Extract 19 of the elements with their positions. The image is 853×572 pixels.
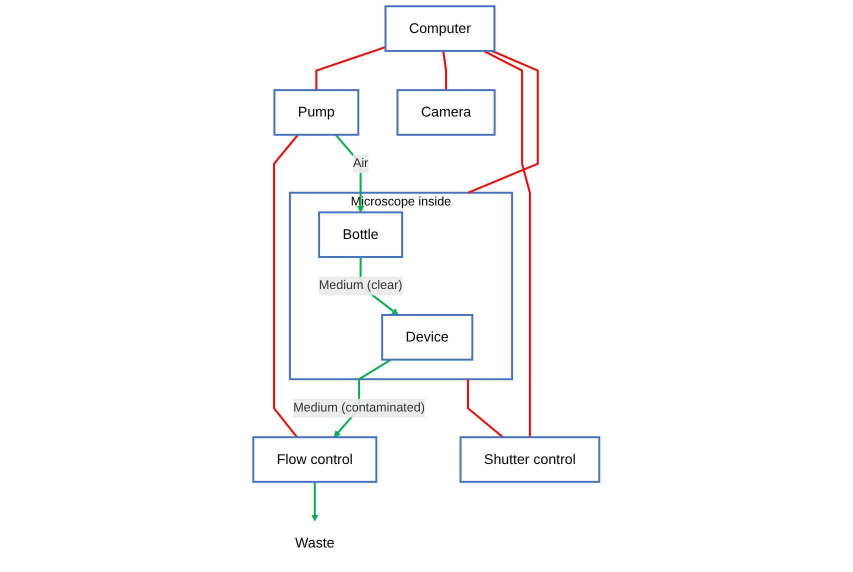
node-box: Pump: [274, 89, 360, 136]
connector: [316, 46, 386, 90]
node-box: Computer: [384, 5, 496, 52]
node-box: Flow control: [252, 436, 378, 483]
arrow: [335, 134, 364, 213]
node-text: Waste: [295, 535, 335, 551]
edge-label: Medium (clear): [319, 278, 403, 292]
node-box: Shutter control: [460, 436, 600, 483]
connector: [468, 50, 539, 194]
connector: [273, 134, 299, 438]
node-box: Device: [381, 314, 474, 361]
arrow: [312, 482, 318, 522]
connector: [483, 50, 532, 438]
edge-label: Air: [353, 156, 369, 170]
node-box: Bottle: [318, 211, 404, 258]
edge-label: Medium (contaminated): [293, 401, 426, 414]
connector: [442, 50, 448, 90]
node-box: Camera: [396, 89, 496, 136]
connector: [467, 379, 504, 438]
